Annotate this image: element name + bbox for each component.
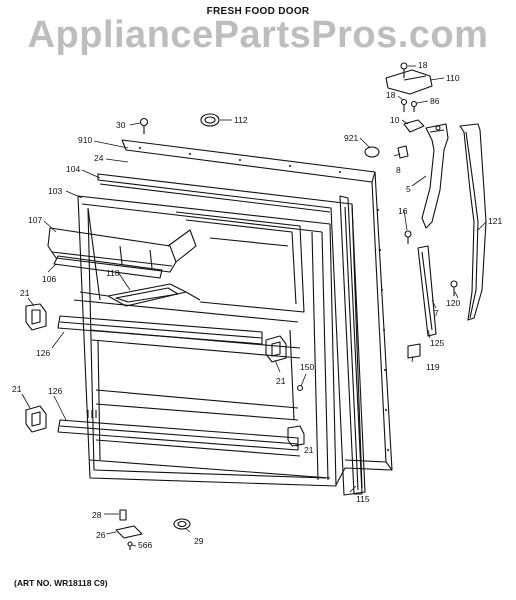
cap-29 [173,518,191,530]
part-label-86: 86 [430,96,440,106]
part-label-21a: 21 [20,288,30,298]
part-label-150: 150 [300,362,314,372]
part-label-30: 30 [116,120,126,130]
part-label-16: 16 [398,206,408,216]
door-bar-upper [57,315,263,345]
part-label-121: 121 [488,216,502,226]
clip-8 [397,145,409,159]
button-921 [364,146,380,158]
screw-150 [296,384,304,392]
screw-86 [410,100,418,112]
part-label-126a: 126 [36,348,50,358]
screw-16 [404,230,412,244]
diagram-title: FRESH FOOD DOOR [206,6,310,17]
part-label-26: 26 [96,530,106,540]
butter-compartment [47,227,197,279]
part-label-21d: 21 [304,445,314,455]
part-label-21b: 21 [276,376,286,386]
part-label-107: 107 [28,215,42,225]
part-label-112: 112 [234,115,248,125]
bushing-119 [407,343,421,359]
screw-566 [127,541,133,550]
part-labels: 18 110 18 86 30 112 10 910 921 24 8 104 … [12,60,502,550]
hinge-upper [421,123,449,229]
part-label-106: 106 [42,274,56,284]
bar-end-cap-lower-right [287,425,305,447]
part-label-7: 7 [434,308,439,318]
plug-112 [200,113,220,127]
part-label-120: 120 [446,298,460,308]
part-label-28: 28 [92,510,102,520]
watermark-text: AppliancePartsPros.com [27,14,489,56]
pin-28 [119,509,127,521]
hinge-arm-lower [417,245,437,337]
part-label-119: 119 [426,362,440,372]
screw-18-mid [400,98,408,112]
part-label-8: 8 [396,165,401,175]
part-label-115: 115 [356,494,370,504]
part-label-18b: 18 [386,90,396,100]
hinge-pin-plate [403,119,425,133]
part-label-24: 24 [94,153,104,163]
part-label-21c: 21 [12,384,22,394]
part-label-103: 103 [48,186,62,196]
screw-30 [139,117,149,134]
door-handle [459,123,487,321]
part-label-126b: 126 [48,386,62,396]
screw-18-top [400,62,408,78]
top-hinge-bracket [385,69,433,95]
art-number: (ART NO. WR18118 C9) [14,578,108,588]
part-label-110: 110 [446,73,460,83]
part-label-921: 921 [344,133,358,143]
part-label-5: 5 [406,184,411,194]
part-label-18a: 18 [418,60,428,70]
part-label-10: 10 [390,115,400,125]
bar-end-cap-lower-left [25,405,47,433]
bar-end-cap-upper-left [25,303,47,331]
door-bar-lower [57,419,299,451]
bar-end-cap-upper-right [265,335,287,363]
part-label-104: 104 [66,164,80,174]
part-label-910: 910 [78,135,92,145]
part-label-29: 29 [194,536,204,546]
screw-120 [450,280,458,296]
part-label-566: 566 [138,540,152,550]
door-side-strip [339,195,363,495]
leader-lines [21,65,487,547]
egg-shelf [79,283,201,307]
part-label-125: 125 [430,338,444,348]
door-gasket [97,173,366,496]
outer-door-frame [121,139,393,486]
part-label-118: 118 [106,268,120,278]
bracket-26 [115,525,143,539]
